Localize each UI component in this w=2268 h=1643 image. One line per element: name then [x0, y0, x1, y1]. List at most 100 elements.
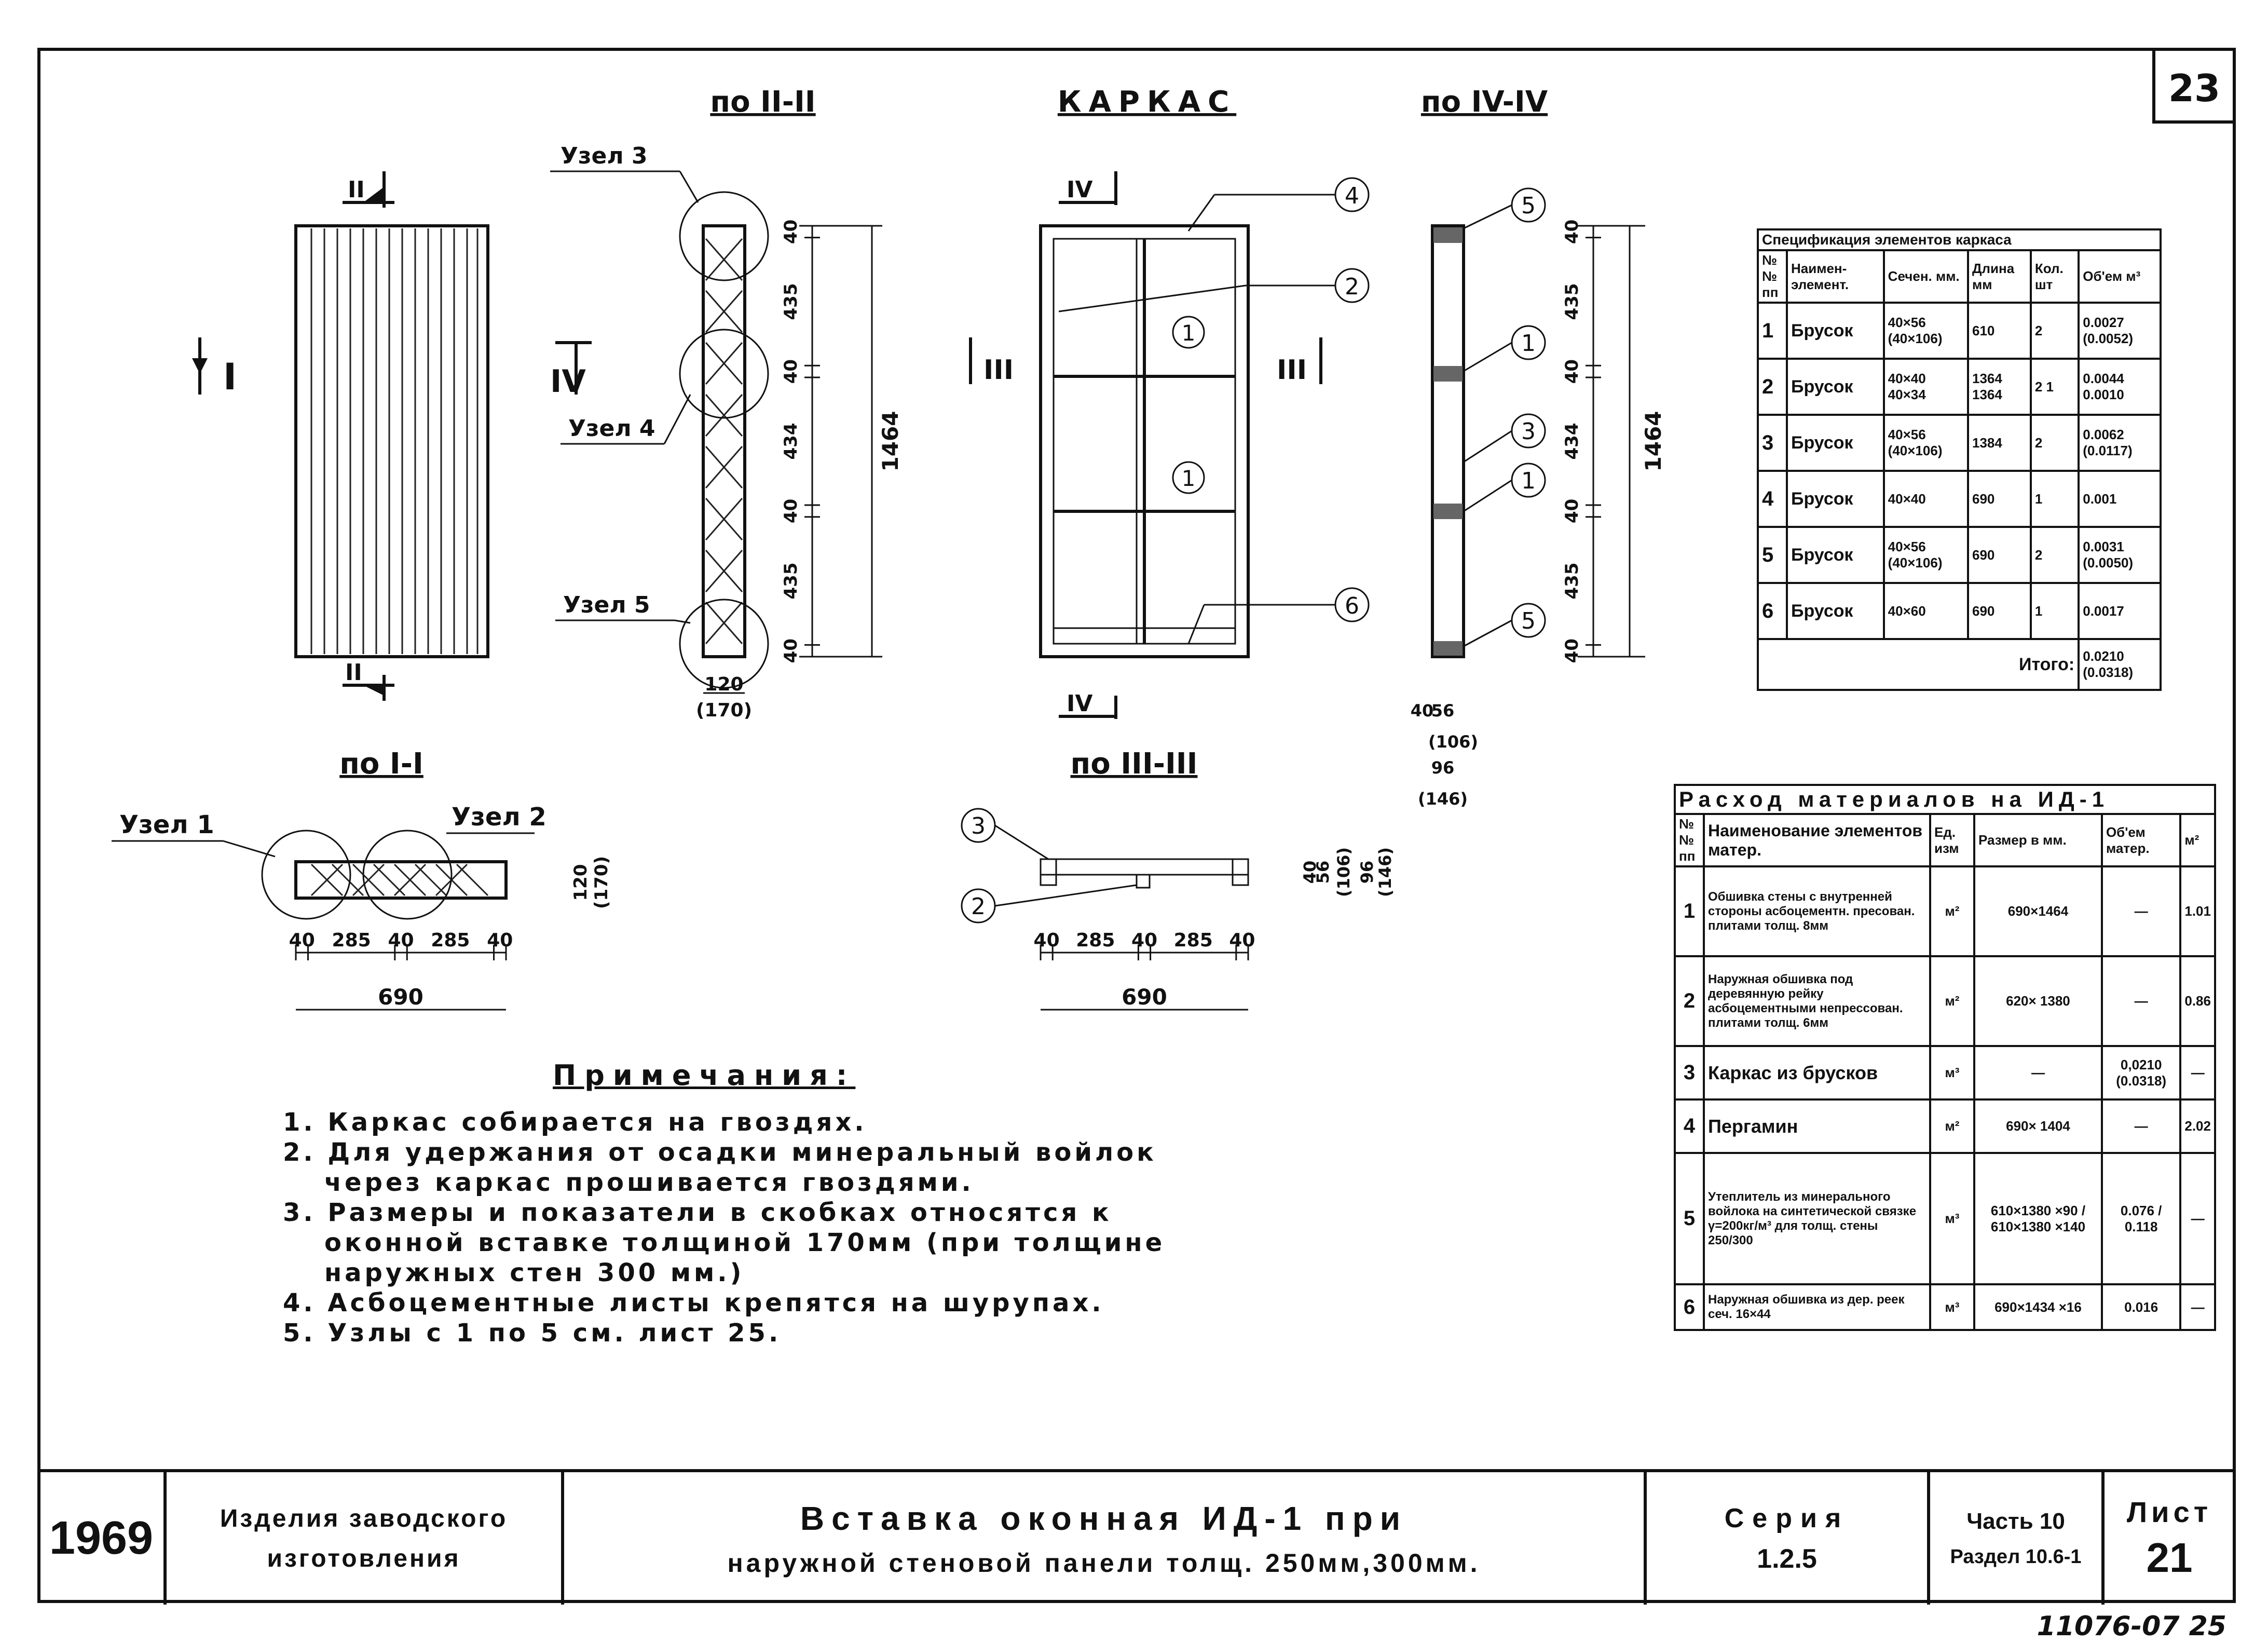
note-line: через каркас прошивается гвоздями.: [324, 1168, 974, 1197]
spec-cell: 0.0031 (0.0050): [2078, 526, 2162, 584]
frame-callout-2: 2: [1345, 274, 1359, 300]
spec-cell: 0.0062 (0.0117): [2078, 414, 2162, 472]
title-section-label: Раздел 10.6-1: [1950, 1546, 2082, 1568]
dimension-label: 40: [1562, 639, 1582, 663]
mat-h-no: №№ пп: [1674, 813, 1705, 867]
spec-cell: 1364 1364: [1967, 358, 2032, 416]
title-block: 1969 Изделия заводского изготовления Вст…: [39, 1469, 2234, 1605]
dimension-label: 40: [1562, 220, 1582, 244]
spec-cell: Брусок: [1786, 358, 1885, 416]
dimension-label: 40: [487, 930, 513, 951]
section-II-title: по II-II: [710, 85, 815, 119]
spec-cell: 2: [1757, 358, 1788, 416]
spec-table-header: №№ пп Наимен-элемент. Сечен. мм. Длина м…: [1757, 249, 2162, 304]
dimension-label: 96: [1357, 861, 1377, 884]
sec4-callout-3: 3: [1521, 418, 1536, 445]
dimension-label: 40: [1034, 930, 1060, 951]
dimension-label: 285: [1174, 930, 1213, 951]
mat-h-name: Наименование элементов матер.: [1703, 813, 1931, 867]
spec-cell: 690: [1967, 526, 2032, 584]
spec-table: Спецификация элементов каркаса №№ пп Наи…: [1756, 228, 2162, 691]
materials-cell: м²: [1929, 1098, 1975, 1154]
mat-h-size: Размер в мм.: [1973, 813, 2103, 867]
spec-cell: 2 1: [2029, 358, 2080, 416]
materials-table-header: №№ пп Наименование элементов матер. Ед. …: [1674, 813, 2216, 867]
sec2-width-dim-alt: (170): [696, 700, 752, 721]
dimension-label: 40: [1562, 499, 1582, 523]
dimension-label: 40: [388, 930, 414, 951]
section-mark-III-left: III: [983, 355, 1014, 386]
sec3-callout-3: 3: [971, 813, 986, 839]
spec-cell: 2: [2029, 526, 2080, 584]
sec3-total-dim: 690: [1122, 984, 1167, 1010]
spec-cell: 40×40 40×34: [1882, 358, 1970, 416]
materials-cell: 620× 1380: [1973, 955, 2103, 1047]
materials-cell: —: [2179, 1152, 2216, 1285]
spec-cell: Брусок: [1786, 414, 1885, 472]
spec-cell: Брусок: [1786, 582, 1885, 640]
title-series-value: 1.2.5: [1757, 1543, 1817, 1574]
spec-cell: 1384: [1967, 414, 2032, 472]
frame-callout-6: 6: [1345, 593, 1359, 619]
note-line: 1. Каркас собирается на гвоздях.: [283, 1108, 867, 1137]
materials-cell: 2.02: [2179, 1098, 2216, 1154]
dimension-label: 40: [781, 499, 801, 523]
sec2-width-dim: 120: [704, 674, 743, 695]
dimension-label: 435: [1562, 283, 1582, 320]
section-mark-IV-left: IV: [550, 363, 586, 400]
frame-callout-4: 4: [1345, 183, 1359, 209]
mat-h-unit: Ед. изм: [1929, 813, 1975, 867]
materials-table-title: Расход материалов на ИД-1: [1674, 784, 2216, 815]
title-org: Изделия заводского изготовления: [167, 1472, 564, 1605]
spec-total-row: Итого: 0.0210 (0.0318): [1756, 638, 2162, 691]
spec-cell: 690: [1967, 470, 2032, 528]
dimension-label: 434: [781, 423, 801, 460]
spec-cell: 1: [2029, 470, 2080, 528]
sheet-border: [37, 48, 2236, 1603]
sheet-number: 23: [2168, 66, 2220, 110]
mat-h-vol: Об'ем матер.: [2100, 813, 2182, 867]
spec-total-value: 0.0210 (0.0318): [2078, 638, 2162, 691]
sec4-callout-1b: 1: [1521, 468, 1536, 494]
dimension-label: 435: [781, 563, 801, 600]
spec-cell: 40×56 (40×106): [1882, 414, 1970, 472]
section-mark-II-bottom: II: [345, 659, 362, 686]
sec1-side-dim-a: 120: [570, 864, 591, 901]
section-mark-I: I: [223, 356, 237, 398]
spec-cell: 0.0044 0.0010: [2078, 358, 2162, 416]
dimension-label: 56: [1313, 861, 1333, 884]
mat-h-area: м²: [2179, 813, 2216, 867]
materials-cell: Наружная обшивка под деревянную рейку ас…: [1703, 955, 1931, 1047]
spec-cell: 40×40: [1882, 470, 1970, 528]
title-sheet-label: Лист: [2126, 1496, 2212, 1528]
section-I-title: по I-I: [339, 747, 423, 781]
spec-h-length: Длина мм: [1967, 249, 2032, 304]
sheet-number-box: [2152, 48, 2236, 124]
dimension-label: (106): [1334, 847, 1354, 897]
sec1-side-dim-b: (170): [591, 856, 612, 909]
sec2-total-dim: 1464: [878, 411, 903, 472]
notes-title: Примечания:: [553, 1059, 856, 1092]
materials-cell: Наружная обшивка из дер. реек сеч. 16×44: [1703, 1283, 1931, 1331]
spec-cell: 5: [1757, 526, 1788, 584]
dimension-label: 40: [781, 220, 801, 244]
dimension-label: 435: [781, 283, 801, 320]
materials-cell: 1: [1674, 865, 1705, 957]
title-part-label: Часть 10: [1966, 1509, 2065, 1534]
sec1-total-dim: 690: [378, 984, 423, 1010]
sec4-callout-1a: 1: [1521, 330, 1536, 357]
title-main-line1: Вставка оконная ИД-1 при: [800, 1499, 1408, 1537]
spec-h-name: Наимен-элемент.: [1786, 249, 1885, 304]
frame-title: КАРКАС: [1058, 85, 1236, 119]
materials-cell: 3: [1674, 1045, 1705, 1101]
spec-cell: Брусок: [1786, 470, 1885, 528]
spec-cell: 610: [1967, 302, 2032, 360]
frame-view: КАРКАС 1 1 4 2 6 IV IV III III: [969, 85, 1370, 719]
dimension-label: (146): [1375, 847, 1395, 897]
section-mark-II-top: II: [348, 176, 365, 203]
